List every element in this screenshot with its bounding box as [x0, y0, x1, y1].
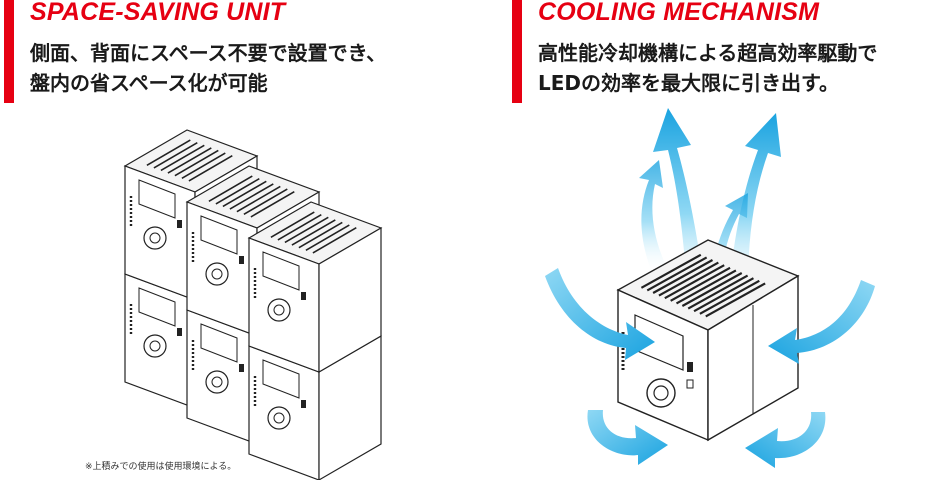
- controller-unit-illustration: [616, 239, 800, 442]
- description-line: 盤内の省スペース化が可能: [30, 71, 268, 95]
- airflow-arrow-icon: [545, 268, 875, 468]
- stacked-units-illustration: [123, 129, 383, 480]
- section-title: COOLING MECHANISM: [538, 0, 820, 26]
- description-line: 高性能冷却機構による超高効率駆動で: [538, 41, 878, 65]
- section-title: SPACE-SAVING UNIT: [30, 0, 286, 26]
- cooling-mechanism-section: COOLING MECHANISM 高性能冷却機構による超高効率駆動で LEDの…: [463, 0, 926, 480]
- accent-bar: [512, 0, 522, 103]
- cooling-illustration: [545, 108, 875, 468]
- accent-bar: [4, 0, 14, 103]
- controller-unit: [248, 334, 382, 480]
- section-description: 側面、背面にスペース不要で設置でき、 盤内の省スペース化が可能: [30, 38, 386, 98]
- usage-footnote: ※上積みでの使用は使用環境による。: [85, 462, 237, 472]
- space-saving-section: SPACE-SAVING UNIT 側面、背面にスペース不要で設置でき、 盤内の…: [4, 0, 386, 480]
- description-line: LEDの効率を最大限に引き出す。: [538, 71, 840, 95]
- controller-unit: [247, 201, 383, 374]
- description-line: 側面、背面にスペース不要で設置でき、: [30, 41, 387, 65]
- section-description: 高性能冷却機構による超高効率駆動で LEDの効率を最大限に引き出す。: [538, 38, 877, 98]
